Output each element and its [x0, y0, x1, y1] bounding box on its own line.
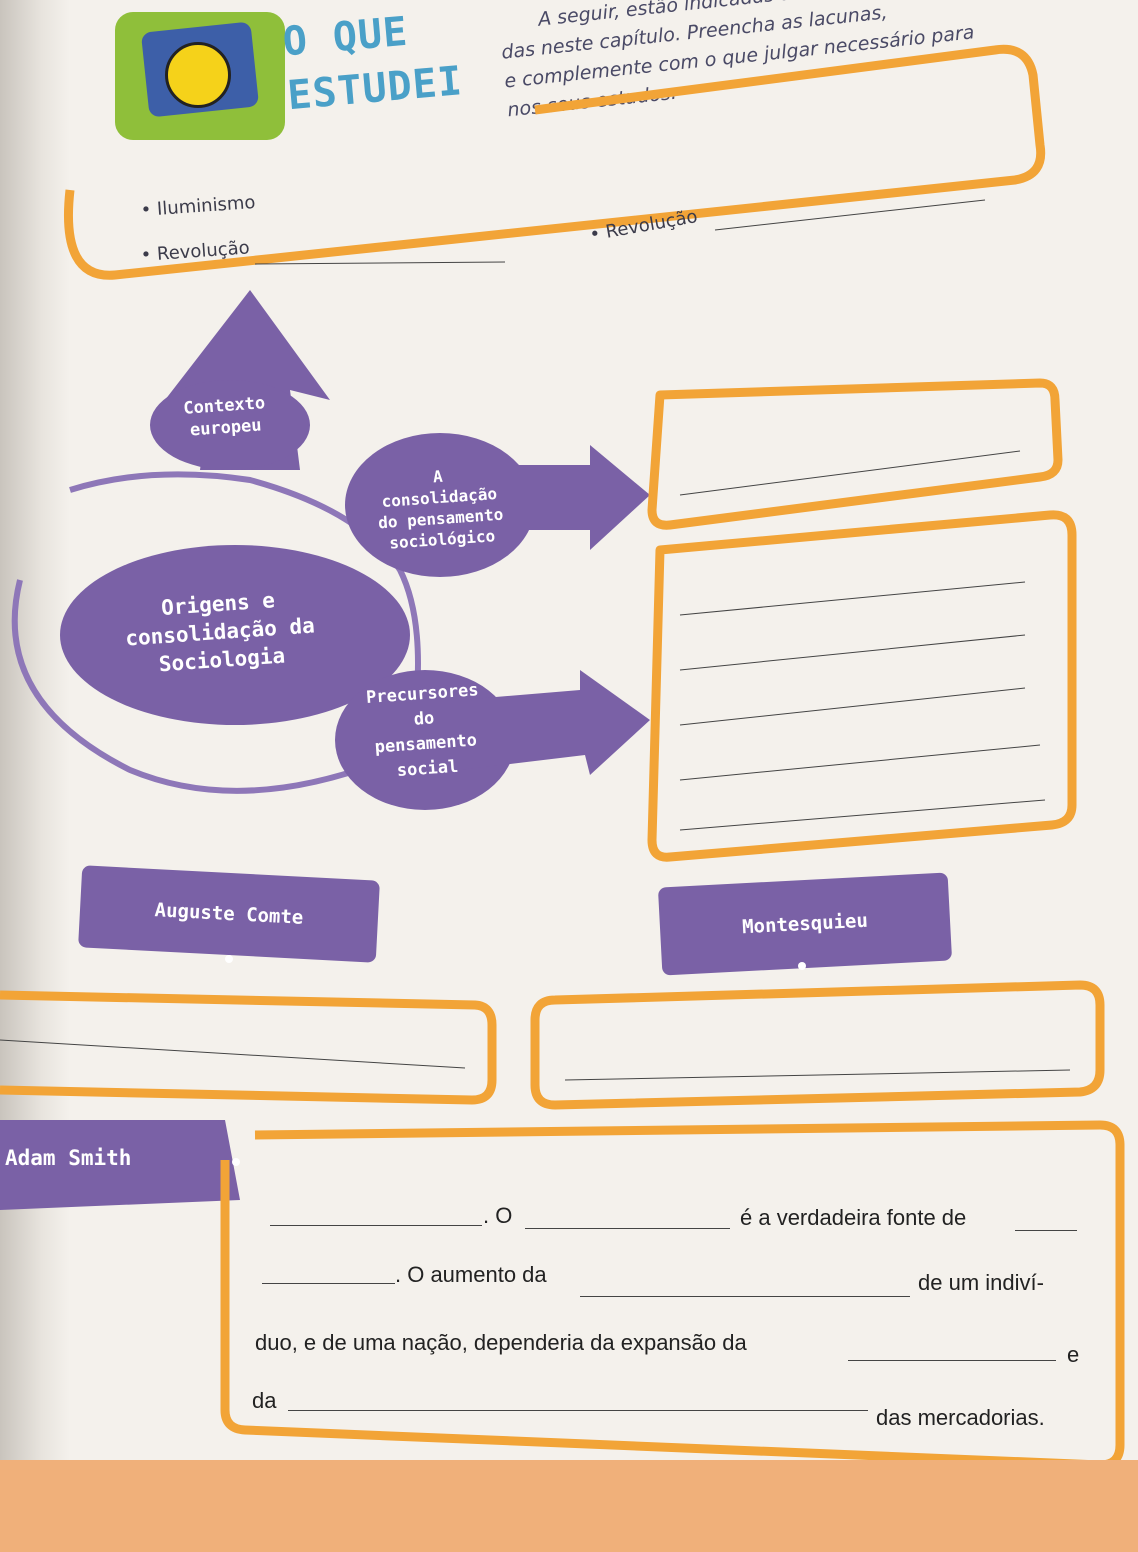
header-badge	[115, 12, 285, 140]
blank-2	[525, 1228, 730, 1229]
right-answer-frames	[647, 378, 1077, 862]
smith-text-l1a: . O	[483, 1203, 513, 1228]
node-consolidacao: A consolidação do pensamento sociológico	[377, 466, 504, 553]
smith-text-l3b: e	[1067, 1342, 1080, 1367]
label-auguste-comte: Auguste Comte	[78, 865, 380, 963]
name-answer-frames	[0, 980, 1105, 1110]
blank-5	[580, 1296, 910, 1297]
top-answer-frame	[63, 44, 1046, 280]
comte-dot	[225, 955, 233, 963]
page-binding-shadow	[0, 0, 70, 1460]
label-montesquieu: Montesquieu	[657, 872, 953, 976]
smith-text-l4a: da	[252, 1388, 277, 1413]
smiley-icon	[165, 42, 231, 108]
smith-text-l1b: é a verdadeira fonte de	[740, 1205, 967, 1230]
blank-4	[262, 1283, 395, 1284]
smith-text-l2a: . O aumento da	[395, 1262, 547, 1287]
page-edge-band	[0, 1460, 1138, 1552]
smith-text-l3a: duo, e de uma nação, dependeria da expan…	[255, 1330, 747, 1355]
concept-diagram	[11, 290, 650, 810]
blank-6	[848, 1360, 1056, 1361]
montesquieu-dot	[798, 962, 806, 970]
blank-1	[270, 1225, 482, 1226]
blank-7	[288, 1410, 868, 1411]
blank-3	[1015, 1230, 1077, 1231]
smith-text-l4b: das mercadorias.	[876, 1405, 1045, 1430]
label-adam-smith: Adam Smith	[5, 1146, 132, 1170]
smith-dot	[232, 1158, 240, 1166]
smith-text-l2b: de um indiví-	[918, 1270, 1044, 1295]
node-precursores: Precursores do pensamento social	[365, 680, 480, 782]
